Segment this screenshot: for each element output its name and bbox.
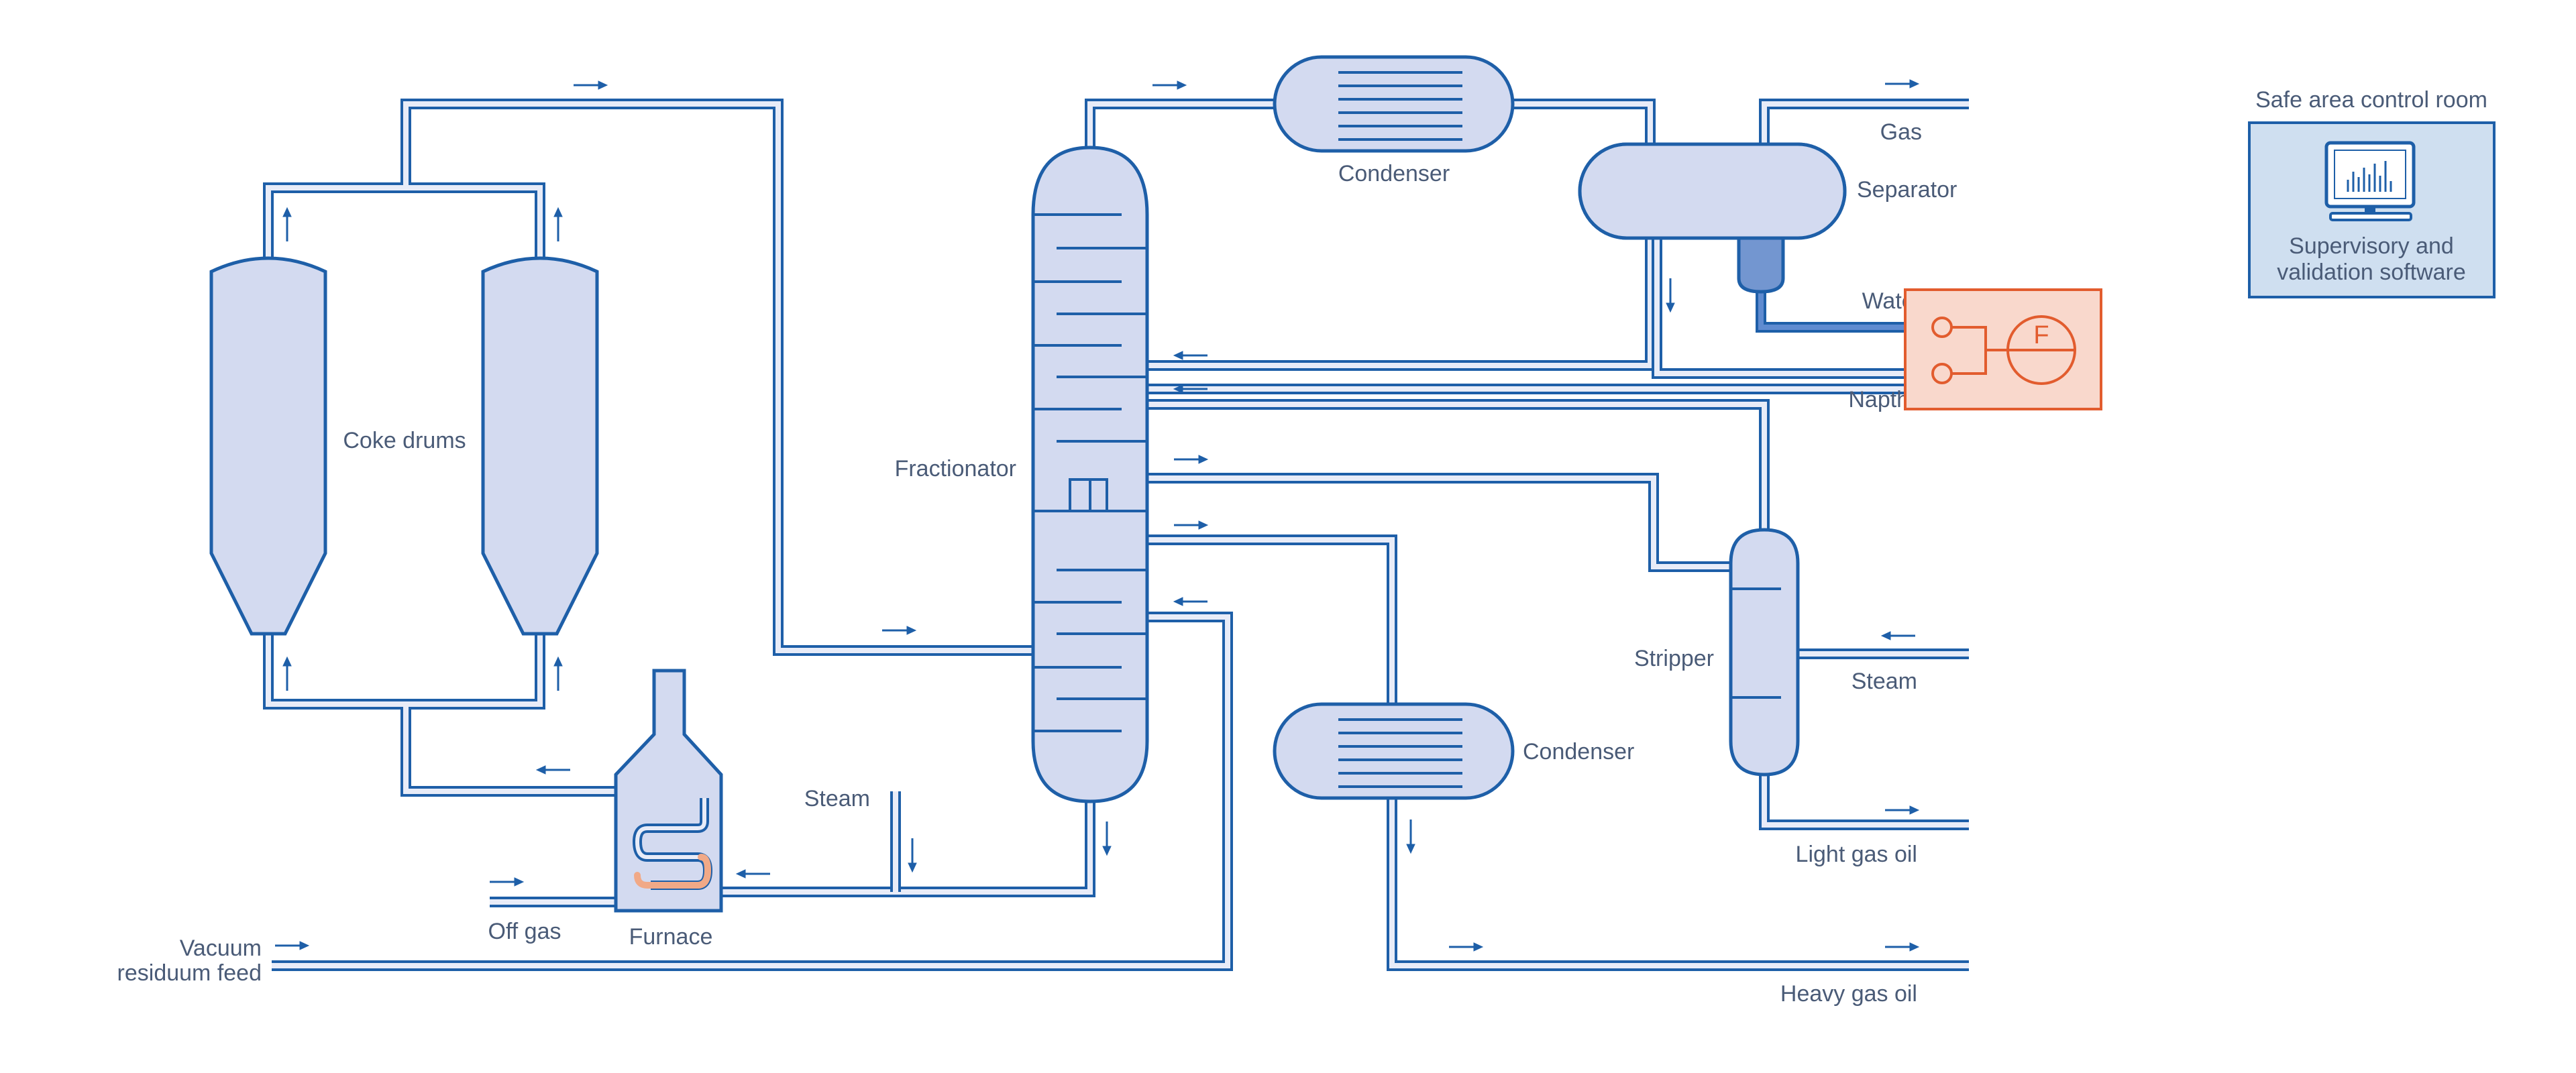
pipe-reflux [1144, 235, 1656, 371]
condenser-top-label: Condenser [1338, 161, 1450, 186]
arrow-down-icon [1666, 278, 1675, 313]
arrow-up-icon [553, 656, 563, 691]
control-room-title: Safe area control room [2255, 87, 2487, 113]
arrow-up-icon [282, 207, 292, 241]
control-room-software-line1: Supervisory and [2289, 233, 2454, 259]
control-room-panel: Supervisory and validation software [2248, 121, 2496, 298]
arrow-right-icon [1885, 805, 1920, 815]
arrow-right-icon [1449, 942, 1484, 952]
stripper [1729, 528, 1800, 777]
arrow-left-icon [1173, 351, 1208, 360]
arrow-left-icon [535, 765, 570, 775]
monitor-chart-icon [2324, 141, 2416, 221]
arrow-up-icon [282, 656, 292, 691]
arrow-right-icon [490, 877, 525, 887]
coke-drum-left [209, 256, 327, 636]
fractionator [1031, 146, 1149, 803]
arrow-left-icon [1173, 597, 1208, 606]
off-gas-label: Off gas [488, 919, 561, 944]
coke-drums-label: Coke drums [343, 428, 466, 453]
control-room-software-line2: validation software [2277, 260, 2466, 285]
arrow-right-icon [574, 80, 608, 90]
arrow-down-icon [908, 838, 917, 873]
heavy-gas-oil-label: Heavy gas oil [1780, 981, 1917, 1007]
arrow-right-icon [275, 941, 310, 950]
fractionator-trays [1033, 213, 1147, 732]
vacuum-feed-label-line2: residuum feed [117, 960, 262, 986]
arrow-right-icon [1885, 942, 1920, 952]
separator-label: Separator [1857, 177, 1957, 203]
arrow-right-icon [1174, 455, 1209, 464]
arrow-right-icon [1152, 80, 1187, 90]
arrow-left-icon [1173, 384, 1208, 394]
pipe-side-draw [1144, 473, 1734, 572]
gas-label: Gas [1880, 119, 1922, 145]
steam-right-label: Steam [1851, 669, 1917, 694]
arrow-up-icon [553, 207, 563, 241]
flow-transmitter-symbol: F [2033, 321, 2049, 349]
fractionator-label: Fractionator [895, 456, 1016, 482]
furnace-label: Furnace [629, 924, 713, 950]
pipe-light-gas-oil [1759, 768, 1969, 830]
steam-left-label: Steam [804, 786, 870, 811]
furnace-flame [634, 854, 712, 889]
pipe-gas [1759, 99, 1969, 144]
pipe-network [263, 99, 1969, 971]
flow-meter-panel: F [1904, 288, 2102, 410]
stripper-label: Stripper [1634, 646, 1714, 671]
furnace [614, 669, 723, 913]
vacuum-feed-label-line1: Vacuum [180, 936, 262, 961]
condenser-top [1273, 55, 1515, 153]
flow-arrows [275, 79, 1920, 952]
separator [1578, 142, 1847, 294]
arrow-right-icon [1885, 79, 1920, 89]
light-gas-oil-label: Light gas oil [1796, 842, 1917, 867]
coke-drum-right [481, 256, 599, 636]
arrow-right-icon [882, 626, 917, 635]
arrow-down-icon [1406, 820, 1415, 854]
arrow-down-icon [1102, 822, 1112, 856]
separator-boot [1737, 236, 1785, 294]
pipe-stripper-return [1144, 399, 1770, 533]
arrow-left-icon [735, 869, 770, 879]
arrow-left-icon [1880, 631, 1915, 640]
condenser-bottom [1273, 702, 1515, 800]
arrow-right-icon [1174, 520, 1209, 530]
condenser-bottom-label: Condenser [1523, 739, 1634, 765]
